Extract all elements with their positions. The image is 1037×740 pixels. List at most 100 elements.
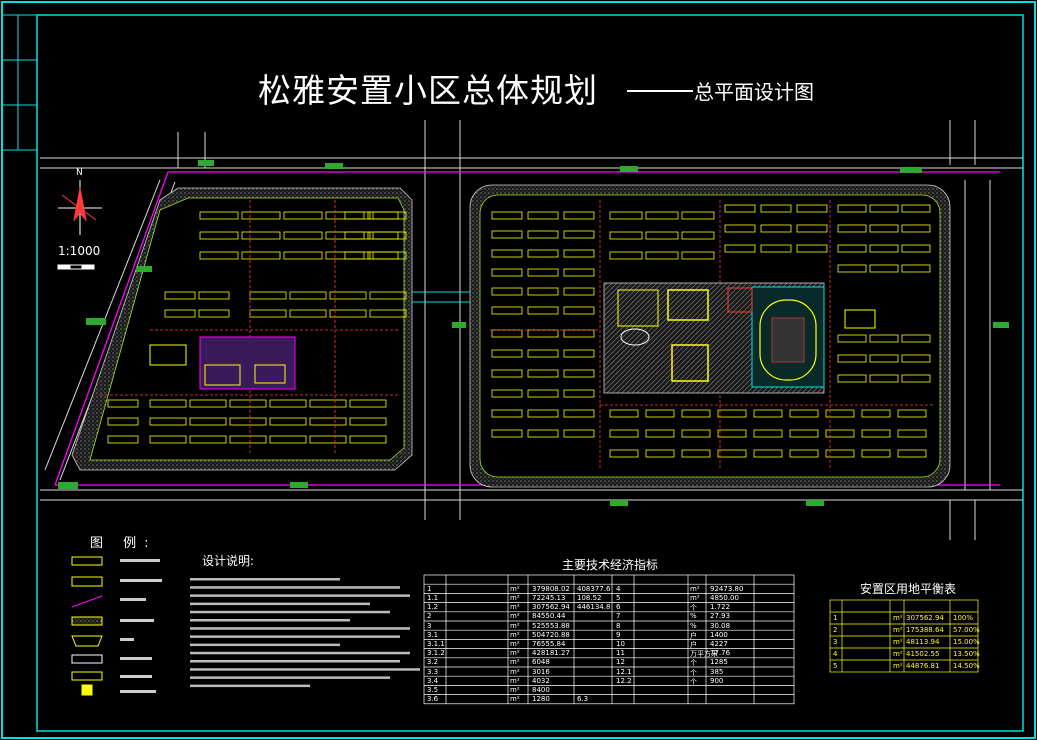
building bbox=[283, 211, 323, 220]
balance-row-value: 307562.94 bbox=[906, 614, 944, 622]
building bbox=[796, 224, 828, 233]
building bbox=[609, 231, 643, 240]
building bbox=[527, 409, 559, 418]
notes-line bbox=[190, 684, 310, 688]
building bbox=[609, 449, 639, 458]
building bbox=[901, 244, 931, 253]
building bbox=[563, 306, 595, 315]
building bbox=[344, 251, 371, 260]
balance-row-unit: m² bbox=[893, 614, 903, 622]
notes-text-lines bbox=[190, 578, 420, 688]
connector bbox=[412, 291, 470, 303]
building bbox=[149, 435, 187, 444]
building bbox=[645, 251, 679, 260]
west-plaza-building bbox=[149, 344, 187, 366]
econ-row-value: 504720.88 bbox=[532, 630, 570, 639]
econ-row-value: 1.722 bbox=[710, 603, 731, 612]
building bbox=[609, 409, 639, 418]
econ-row-value: 379808.02 bbox=[532, 584, 570, 593]
econ-row-value: 3016 bbox=[532, 667, 550, 676]
building bbox=[861, 429, 891, 438]
econ-row-unit: m² bbox=[510, 695, 520, 704]
title-separator bbox=[627, 90, 693, 92]
econ-row-id: 10 bbox=[616, 639, 625, 648]
building bbox=[369, 291, 407, 300]
econ-row-id: 3.1 bbox=[427, 630, 439, 639]
econ-row-unit: % bbox=[690, 612, 697, 621]
econ-row-value: 4227 bbox=[710, 639, 728, 648]
econ-row-unit: m² bbox=[510, 667, 520, 676]
legend-title: 图 例: bbox=[90, 536, 157, 551]
notes-line bbox=[190, 643, 340, 647]
econ-row-id: 3.6 bbox=[427, 695, 439, 704]
building bbox=[869, 334, 899, 343]
econ-row-id: 3.3 bbox=[427, 667, 439, 676]
building bbox=[283, 251, 323, 260]
west-center bbox=[199, 336, 296, 390]
building bbox=[164, 291, 196, 300]
building bbox=[837, 264, 867, 273]
econ-row-id: 3.4 bbox=[427, 676, 439, 685]
econ-row-unit: % bbox=[690, 621, 697, 630]
building bbox=[645, 211, 679, 220]
building bbox=[861, 409, 891, 418]
notes-line bbox=[190, 619, 350, 622]
notes-line bbox=[190, 594, 410, 597]
building bbox=[789, 409, 819, 418]
building bbox=[837, 334, 867, 343]
building bbox=[563, 287, 595, 296]
landscape-markers bbox=[58, 160, 1009, 506]
building bbox=[107, 417, 139, 426]
building bbox=[869, 354, 899, 363]
building bbox=[269, 435, 307, 444]
building bbox=[825, 409, 855, 418]
building bbox=[491, 409, 523, 418]
building bbox=[563, 230, 595, 239]
econ-row-id: 1.1 bbox=[427, 593, 439, 602]
building bbox=[199, 251, 239, 260]
notes-line bbox=[190, 602, 370, 606]
notes-line bbox=[190, 651, 410, 655]
scale-bar bbox=[57, 264, 95, 270]
building bbox=[527, 349, 559, 358]
building bbox=[681, 429, 711, 438]
building bbox=[681, 231, 715, 240]
econ-table-grid bbox=[423, 574, 795, 705]
notes-line bbox=[190, 660, 400, 663]
econ-row-unit: m² bbox=[510, 639, 520, 648]
building bbox=[491, 249, 523, 258]
courts bbox=[727, 287, 753, 313]
notes-title: 设计说明: bbox=[202, 554, 255, 568]
econ-row-unit: 个 bbox=[690, 604, 697, 613]
econ-row-value: 4850.00 bbox=[710, 593, 739, 602]
title-block-strip bbox=[2, 14, 37, 151]
building bbox=[107, 435, 139, 444]
building bbox=[753, 429, 783, 438]
econ-row-id: 3 bbox=[427, 621, 432, 630]
building bbox=[609, 429, 639, 438]
building bbox=[760, 224, 792, 233]
building bbox=[149, 417, 187, 426]
notes-line bbox=[190, 578, 340, 581]
building bbox=[645, 409, 675, 418]
balance-row-value: 175388.64 bbox=[906, 626, 944, 634]
balance-row-id: 1 bbox=[833, 614, 838, 622]
building bbox=[349, 417, 387, 426]
econ-row-unit: m² bbox=[510, 630, 520, 639]
econ-row-id: 4 bbox=[616, 584, 621, 593]
building bbox=[283, 231, 323, 240]
econ-row-unit: m² bbox=[510, 685, 520, 694]
building bbox=[825, 429, 855, 438]
building bbox=[189, 417, 227, 426]
building bbox=[249, 309, 287, 318]
track-field bbox=[771, 317, 805, 363]
balance-row-value: 41502.55 bbox=[906, 650, 940, 658]
west-block-inner bbox=[89, 197, 405, 461]
building bbox=[563, 369, 595, 378]
econ-row-value: 84550.44 bbox=[532, 612, 566, 621]
building bbox=[199, 231, 239, 240]
building bbox=[563, 329, 595, 338]
econ-row-value: 92473.80 bbox=[710, 584, 744, 593]
balance-row-unit: m² bbox=[893, 662, 903, 670]
